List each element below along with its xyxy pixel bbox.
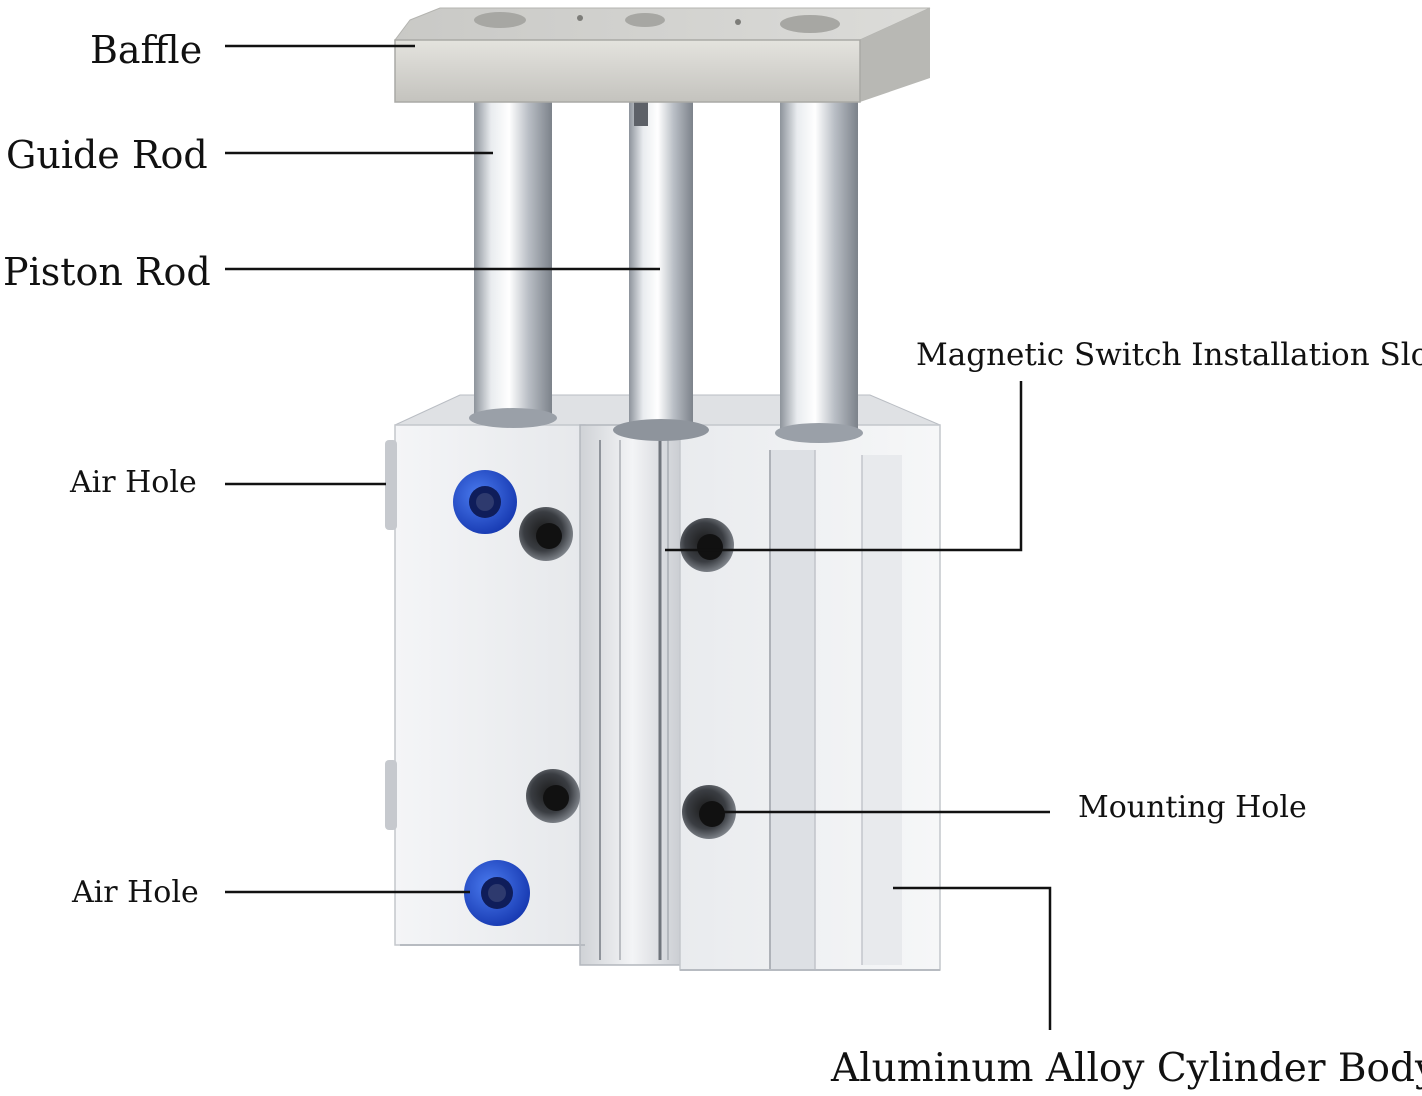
label-guide-rod: Guide Rod: [6, 133, 208, 177]
mounting-hole: [682, 785, 736, 839]
guide-rod-left: [469, 88, 557, 428]
mounting-hole: [519, 507, 573, 561]
air-hole-fitting-bottom: [464, 860, 530, 926]
label-baffle: Baffle: [90, 28, 203, 72]
label-air-hole-bottom: Air Hole: [72, 875, 199, 910]
air-hole-fitting-top: [453, 470, 517, 534]
baffle-plate: [394, 7, 931, 103]
label-cylinder-body: Aluminum Alloy Cylinder Body: [831, 1046, 1422, 1091]
mounting-hole: [526, 769, 580, 823]
label-mounting-hole: Mounting Hole: [1078, 790, 1307, 825]
leader-line-magnetic-switch: [665, 381, 1023, 552]
piston-rod: [613, 92, 709, 441]
mounting-hole: [680, 518, 734, 572]
leader-line-cylinder-body: [893, 886, 1052, 1030]
leader-lines: [225, 44, 1052, 1030]
guide-rod-right: [775, 88, 863, 443]
cylinder-body: [385, 394, 941, 971]
label-air-hole-top: Air Hole: [70, 465, 197, 500]
label-magnetic-switch-slot: Magnetic Switch Installation Slot: [916, 337, 1422, 373]
label-piston-rod: Piston Rod: [3, 250, 211, 294]
